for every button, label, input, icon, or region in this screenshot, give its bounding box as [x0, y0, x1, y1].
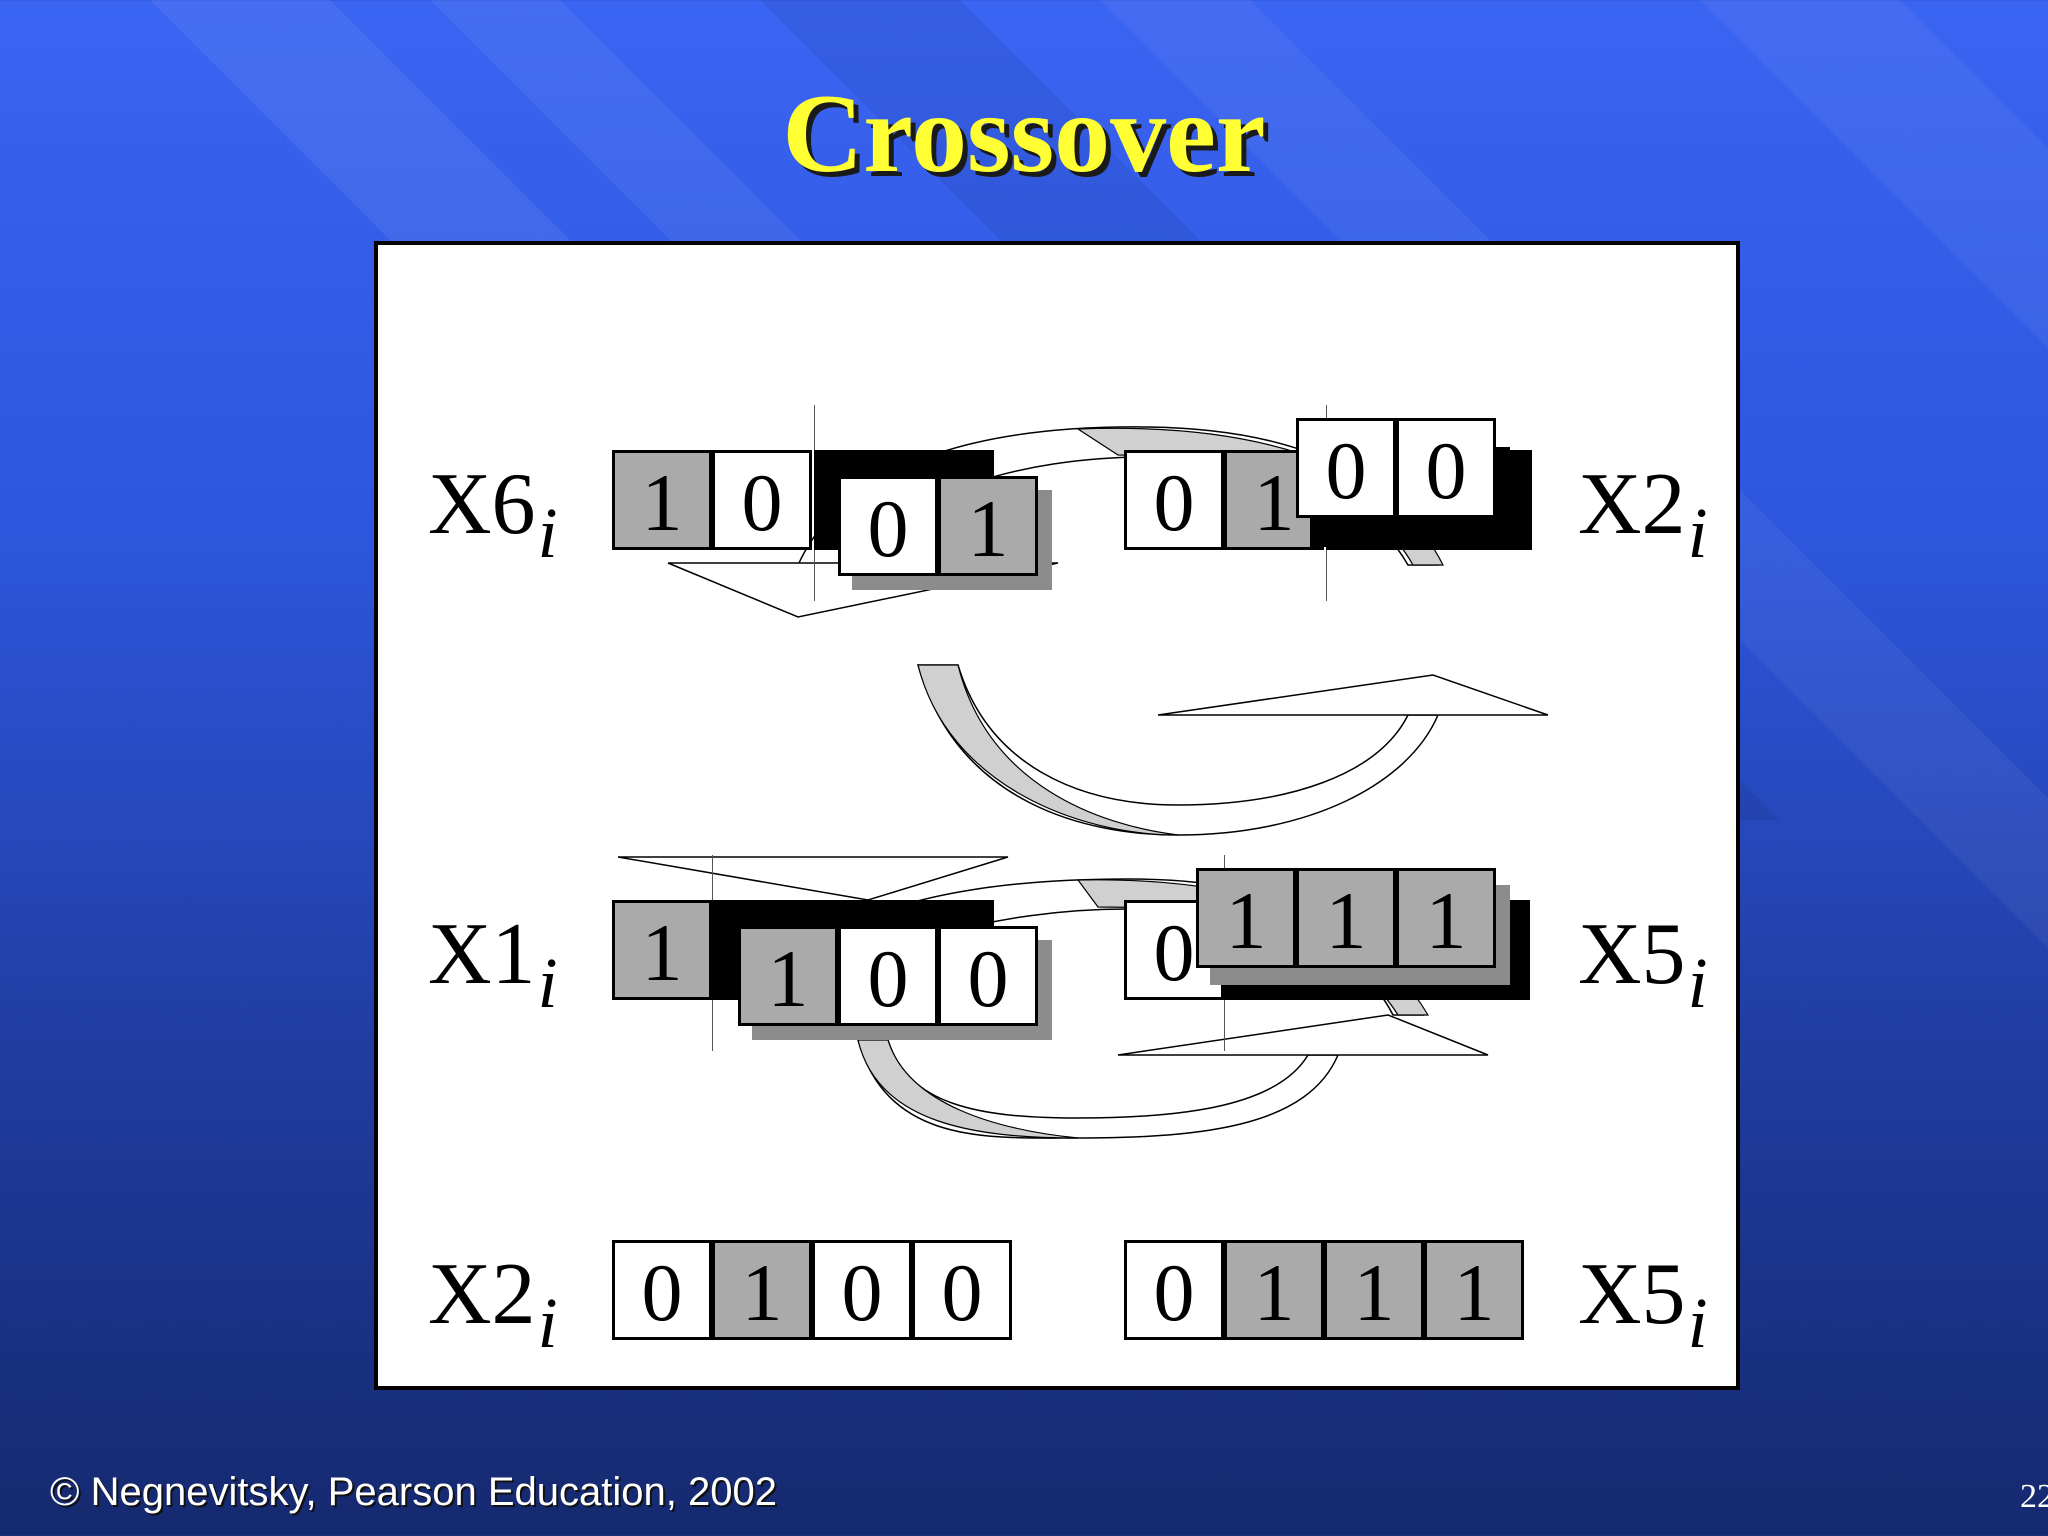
- copyright-footer: © Negnevitsky, Pearson Education, 2002: [50, 1470, 777, 1514]
- x5-gene-4: 1: [1396, 868, 1496, 968]
- label-x5-mid: X5i: [1578, 911, 1708, 1020]
- result-x5-gene-3: 1: [1324, 1240, 1424, 1340]
- label-x2-top: X2i: [1578, 461, 1708, 570]
- label-x1-name: X1: [428, 906, 536, 1003]
- result-x2-gene-2: 1: [712, 1240, 812, 1340]
- x2-gene-4: 0: [1396, 418, 1496, 518]
- result-x2-gene-4: 0: [912, 1240, 1012, 1340]
- x2-gene-2: 1: [1224, 450, 1324, 550]
- result-x2-gene-3: 0: [812, 1240, 912, 1340]
- x2-gene-1: 0: [1124, 450, 1224, 550]
- x5-gene-3: 1: [1296, 868, 1396, 968]
- label-x6: X6i: [428, 461, 558, 570]
- x6-gene-4: 1: [938, 476, 1038, 576]
- label-x5-result-name: X5: [1578, 1246, 1686, 1343]
- x1-gene-4: 0: [938, 926, 1038, 1026]
- x6-gene-2: 0: [712, 450, 812, 550]
- result-x2-gene-1: 0: [612, 1240, 712, 1340]
- label-x6-sub: i: [537, 493, 558, 573]
- label-x1: X1i: [428, 911, 558, 1020]
- result-x5-gene-4: 1: [1424, 1240, 1524, 1340]
- label-x6-name: X6: [428, 456, 536, 553]
- label-x2-result-name: X2: [428, 1246, 536, 1343]
- x2-gene-3: 0: [1296, 418, 1396, 518]
- slide-title: Crossover: [782, 72, 1266, 196]
- label-x5-result-sub: i: [1687, 1283, 1708, 1363]
- x6-gene-3: 0: [838, 476, 938, 576]
- label-x2-result-sub: i: [537, 1283, 558, 1363]
- x1-gene-1: 1: [612, 900, 712, 1000]
- result-x5-gene-2: 1: [1224, 1240, 1324, 1340]
- label-x5-mid-name: X5: [1578, 906, 1686, 1003]
- x6-gene-1: 1: [612, 450, 712, 550]
- label-x5-result: X5i: [1578, 1251, 1708, 1360]
- crossover-arrows: [617, 426, 1549, 1139]
- page-number: 22: [2020, 1478, 2048, 1515]
- label-x2-result: X2i: [428, 1251, 558, 1360]
- x1-gene-2: 1: [738, 926, 838, 1026]
- diagram-panel: X6i X2i 1 0 0 1 0 1 0 0 X1i X5i 1 1 0 0 …: [374, 241, 1740, 1390]
- result-x5-gene-1: 0: [1124, 1240, 1224, 1340]
- x5-gene-2: 1: [1196, 868, 1296, 968]
- label-x1-sub: i: [537, 943, 558, 1023]
- label-x2-top-sub: i: [1687, 493, 1708, 573]
- x1-gene-3: 0: [838, 926, 938, 1026]
- label-x2-top-name: X2: [1578, 456, 1686, 553]
- label-x5-mid-sub: i: [1687, 943, 1708, 1023]
